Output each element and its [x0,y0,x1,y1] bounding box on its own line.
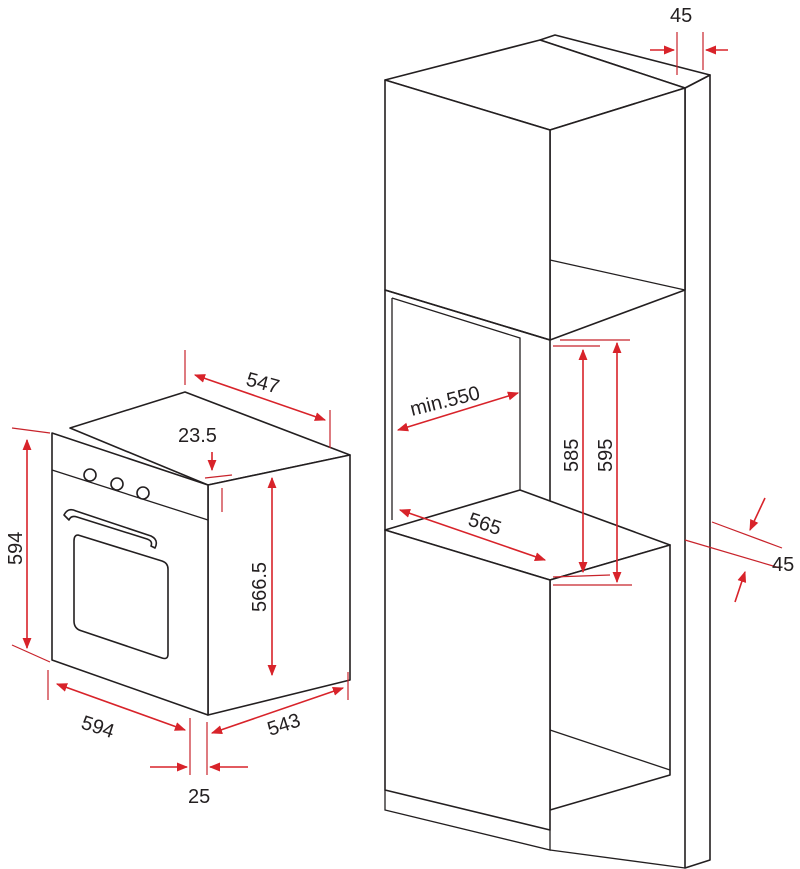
dim-oven-width: 594 [78,712,117,743]
bottom-cabinet-front [384,529,551,831]
dim-panel-thickness: 25 [188,786,210,808]
oven [51,391,351,716]
dim-top-gap: 45 [670,5,692,27]
oven-window [73,534,169,660]
dim-panel-offset: 23.5 [178,425,217,447]
dim-inner-height: 566.5 [249,562,271,612]
dim-outer-height: 595 [595,439,617,472]
door-handle [63,508,158,549]
top-compartment-inner [549,87,686,341]
control-knob [110,477,124,491]
dim-inner-height: 585 [561,439,583,472]
dim-oven-depth-side: 543 [265,710,304,741]
control-knob [83,468,97,482]
cabinet-right-panel [684,74,711,869]
oven-side-face [207,454,351,716]
cabinet-tower [384,34,711,869]
dim-rear-gap: 45 [772,554,794,576]
control-knob [136,486,150,500]
dim-oven-height: 594 [5,532,27,565]
